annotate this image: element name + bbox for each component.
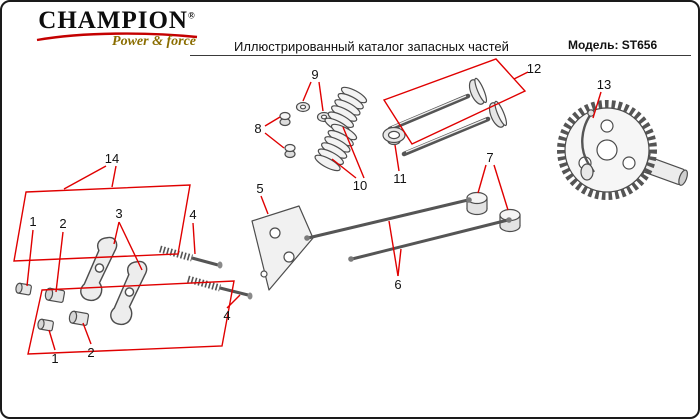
rocker-studs-part [159, 245, 253, 300]
label-4-bottom: 4 [223, 308, 230, 323]
valves-part [387, 77, 508, 157]
tappets-part [466, 191, 521, 233]
label-10: 10 [353, 178, 367, 193]
pivot-nuts-part [15, 282, 90, 332]
label-3: 3 [115, 206, 122, 221]
guide-plate-part [251, 205, 314, 291]
label-13: 13 [597, 77, 611, 92]
callout-lines [13, 58, 602, 355]
champion-logo: CHAMPION® Power & force [28, 8, 206, 50]
label-2-bottom: 2 [87, 345, 94, 360]
label-7: 7 [486, 150, 493, 165]
spring-retainers-part [295, 101, 332, 123]
label-8: 8 [254, 121, 261, 136]
header-divider [190, 55, 691, 56]
valve-caps-part [279, 111, 296, 159]
label-14: 14 [105, 151, 119, 166]
label-12: 12 [527, 61, 541, 76]
label-2-top: 2 [59, 216, 66, 231]
camshaft-part [557, 100, 688, 200]
brand-tagline: Power & force [112, 34, 196, 49]
model-label: Модель: ST656 [568, 38, 658, 52]
rocker-arms-part [80, 236, 148, 326]
registered-mark: ® [187, 10, 196, 21]
label-5: 5 [256, 181, 263, 196]
label-1-bottom: 1 [51, 351, 58, 366]
label-6: 6 [394, 277, 401, 292]
push-rods-part [304, 197, 512, 262]
label-4-top: 4 [189, 207, 196, 222]
spring-seat-part [382, 126, 406, 146]
valve-springs-part [314, 86, 368, 172]
label-11: 11 [393, 171, 407, 186]
brand-name: CHAMPION® [38, 7, 196, 34]
page-title: Иллюстрированный каталог запасных частей [234, 39, 509, 54]
logo-swoosh [36, 32, 198, 42]
label-1-top: 1 [29, 214, 36, 229]
label-9: 9 [311, 67, 318, 82]
part-number-labels: 14 1 2 3 4 1 2 4 5 6 7 8 9 10 11 12 13 [29, 61, 611, 366]
